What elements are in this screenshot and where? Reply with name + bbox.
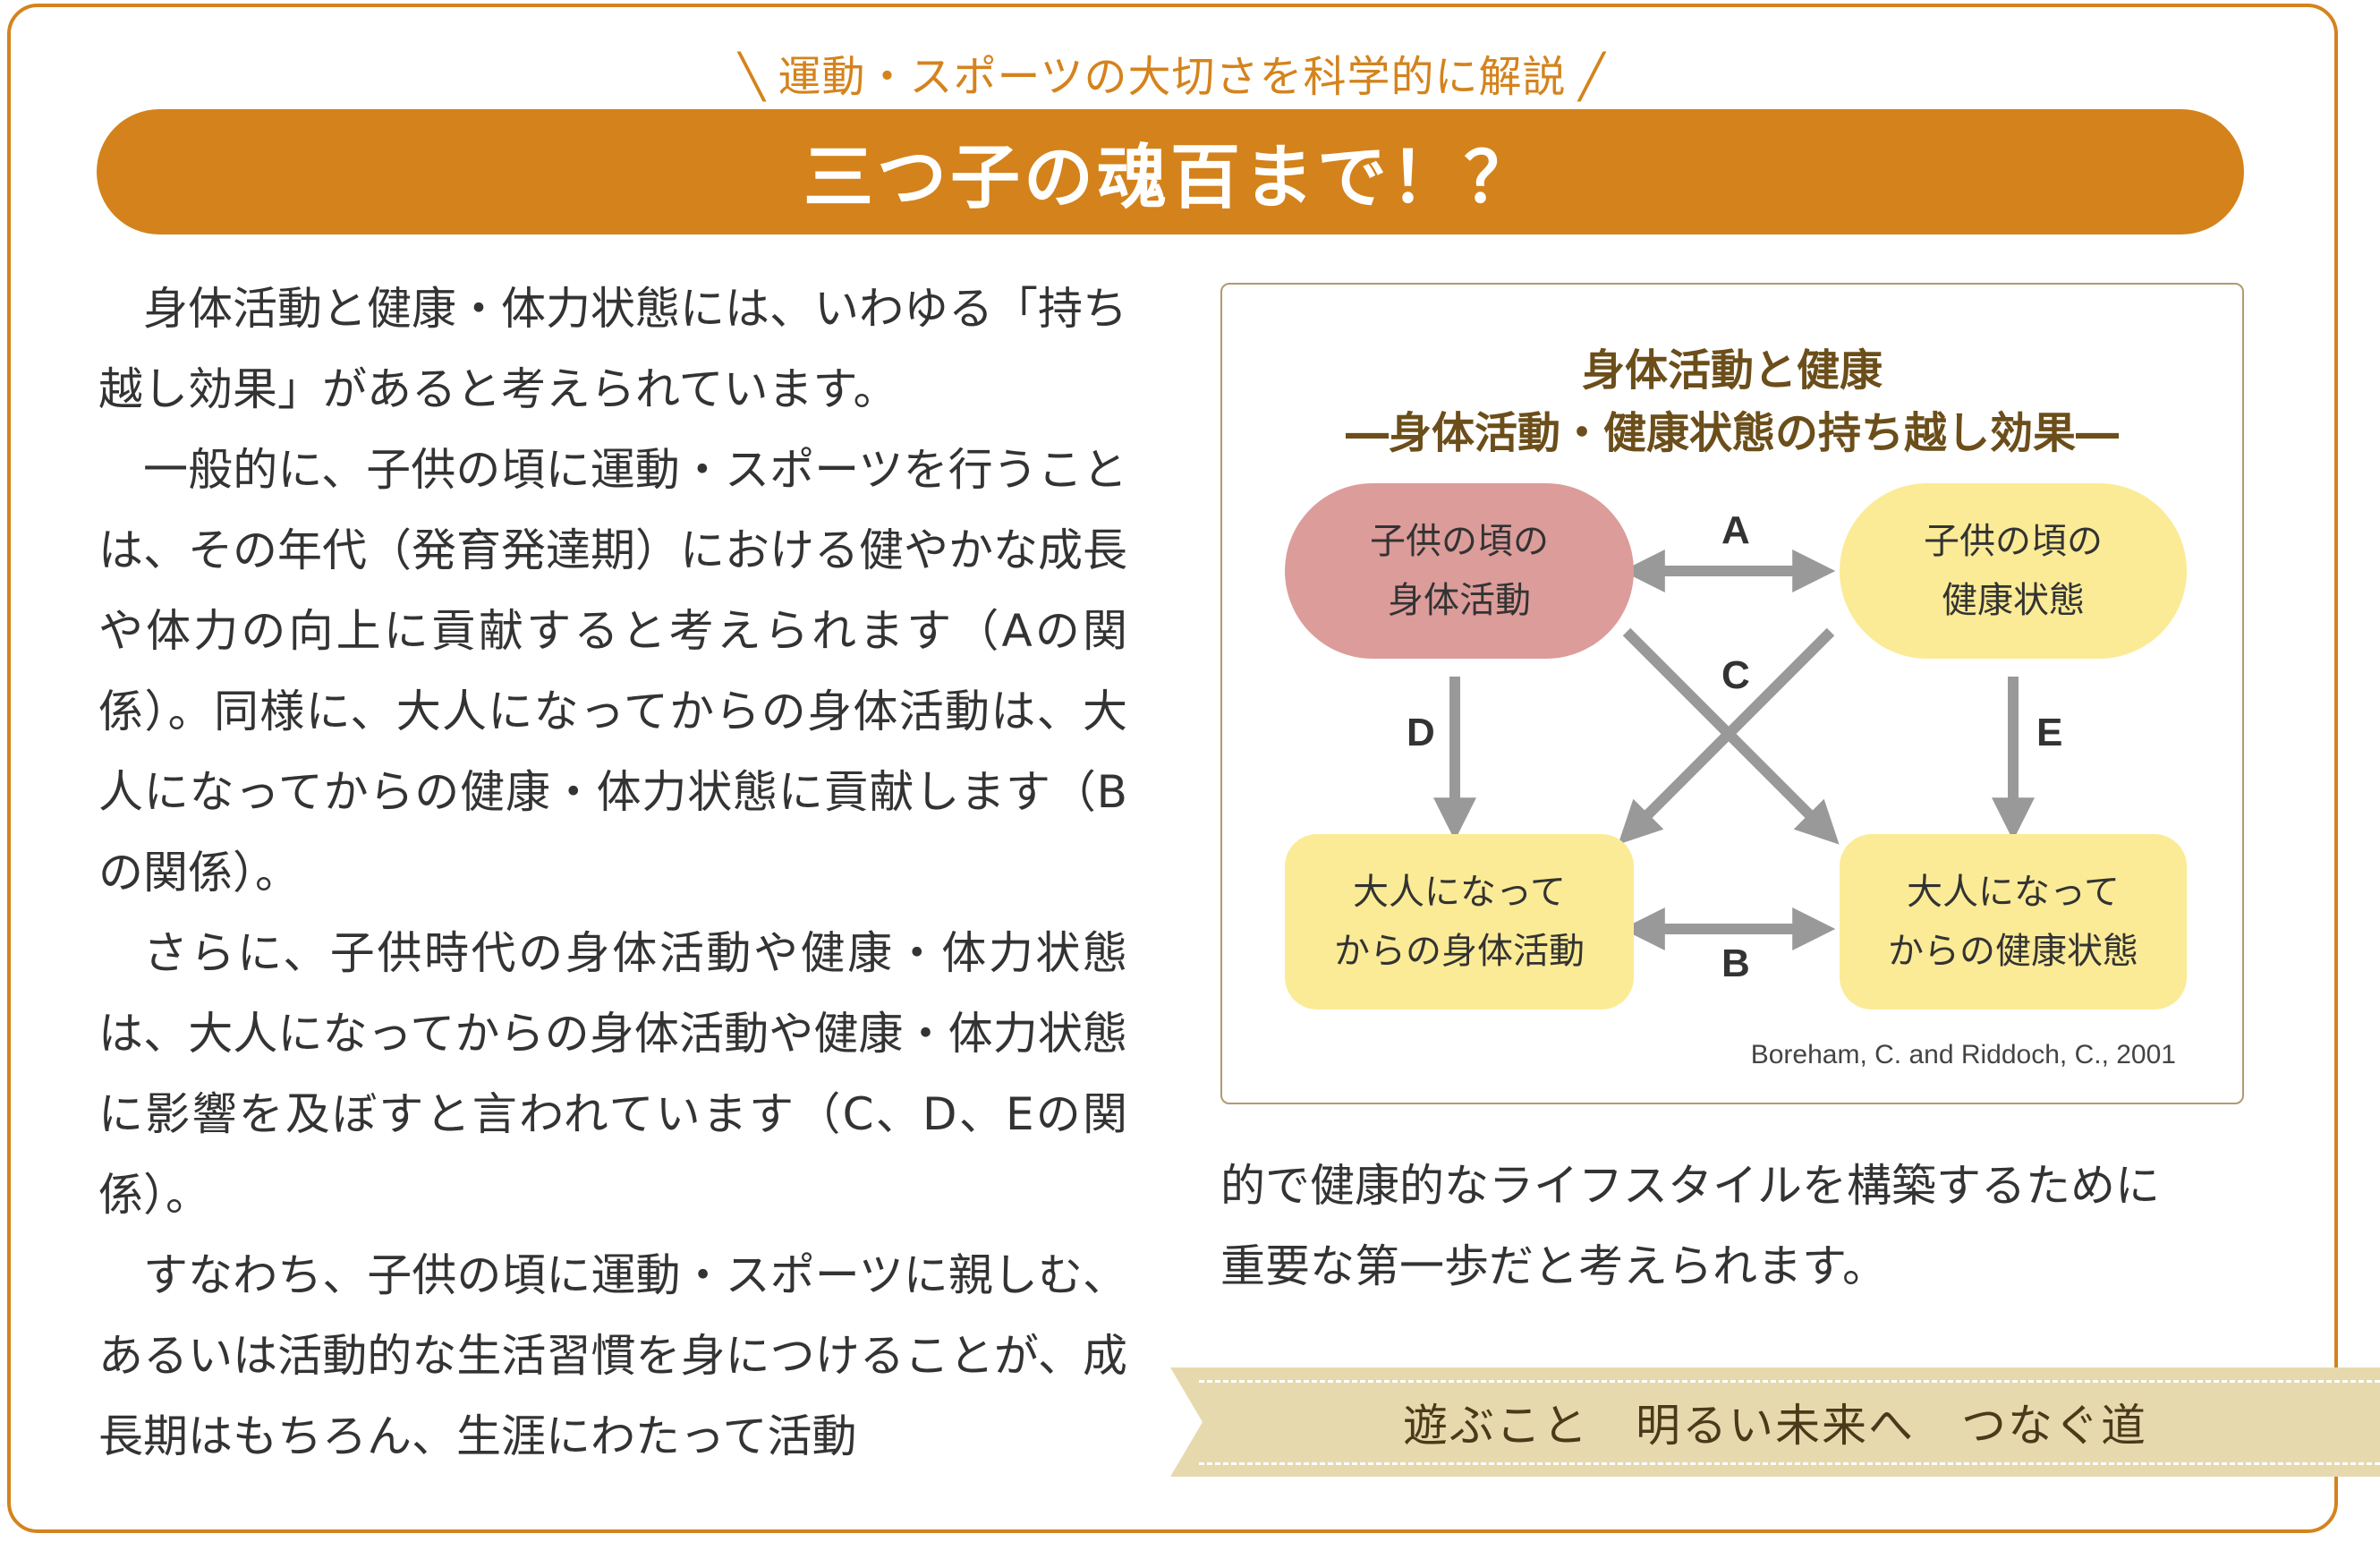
node-child-activity-line2: 身体活動 — [1388, 580, 1531, 621]
page-title: 三つ子の魂百まで！？ — [803, 138, 1537, 218]
node-child-activity: 子供の頃の 身体活動 — [1285, 483, 1634, 659]
figure-citation: Boreham, C. and Riddoch, C., 2001 — [1750, 1040, 2176, 1069]
label-c: C — [1721, 653, 1750, 697]
figure-title: 身体活動と健康 — [1581, 345, 1883, 396]
label-a: A — [1721, 508, 1750, 552]
slogan-ribbon — [1170, 1367, 2380, 1477]
paragraph-3: さらに、子供時代の身体活動や健康・体力状態は、大人になってからの身体活動や健康・… — [98, 927, 1127, 1221]
paragraph-2: 一般的に、子供の頃に運動・スポーツを行うことは、その年代（発育発達期）における健… — [98, 444, 1127, 899]
slogan-text: 遊ぶこと 明るい未来へ つなぐ道 — [1403, 1400, 2147, 1452]
header-subtitle: ╲運動・スポーツの大切さを科学的に解説╱ — [0, 41, 2344, 104]
arrow-layer — [1433, 549, 2035, 950]
figure-subtitle: ―身体活動・健康状態の持ち越し効果― — [1345, 408, 2119, 458]
node-child-activity-line1: 子供の頃の — [1370, 521, 1549, 562]
paragraph-1: 身体活動と健康・体力状態には、いわゆる「持ち越し効果」があると考えられています。 — [98, 283, 1127, 415]
node-adult-health-line2: からの健康状態 — [1888, 931, 2138, 972]
node-adult-health: 大人になって からの健康状態 — [1840, 834, 2187, 1010]
arrow-c-child-health — [1618, 627, 1835, 845]
node-child-health-line1: 子供の頃の — [1924, 521, 2103, 562]
node-adult-activity: 大人になって からの身体活動 — [1285, 834, 1634, 1010]
ribbon-dash-bottom — [1199, 1462, 2380, 1465]
node-adult-activity-line1: 大人になって — [1353, 872, 1566, 913]
ribbon-dash-top — [1199, 1380, 2380, 1383]
carryover-diagram: 身体活動と健康 ―身体活動・健康状態の持ち越し効果― 子供の頃の 身体活動 子供… — [1220, 283, 2244, 1104]
title-banner: 三つ子の魂百まで！？ — [97, 109, 2244, 234]
slash-right-icon: ╱ — [1578, 52, 1606, 102]
subtitle-text: 運動・スポーツの大切さを科学的に解説 — [778, 52, 1567, 102]
node-adult-activity-line2: からの身体活動 — [1334, 931, 1585, 972]
left-body-text: 身体活動と健康・体力状態には、いわゆる「持ち越し効果」があると考えられています。… — [98, 268, 1127, 1477]
node-child-health: 子供の頃の 健康状態 — [1840, 483, 2187, 659]
slash-left-icon: ╲ — [738, 52, 766, 102]
right-line-1: 的で健康的なライフスタイルを構築するために — [1220, 1160, 2160, 1212]
label-e: E — [2036, 711, 2063, 754]
node-adult-health-line1: 大人になって — [1907, 872, 2120, 913]
node-child-health-line2: 健康状態 — [1942, 580, 2085, 621]
label-b: B — [1721, 941, 1750, 985]
label-d: D — [1407, 711, 1435, 754]
paragraph-4: すなわち、子供の頃に運動・スポーツに親しむ、あるいは活動的な生活習慣を身につける… — [98, 1249, 1127, 1462]
right-line-2: 重要な第一歩だと考えられます。 — [1220, 1240, 1887, 1292]
right-body-text: 的で健康的なライフスタイルを構築するために 重要な第一歩だと考えられます。 — [1220, 1146, 2258, 1307]
